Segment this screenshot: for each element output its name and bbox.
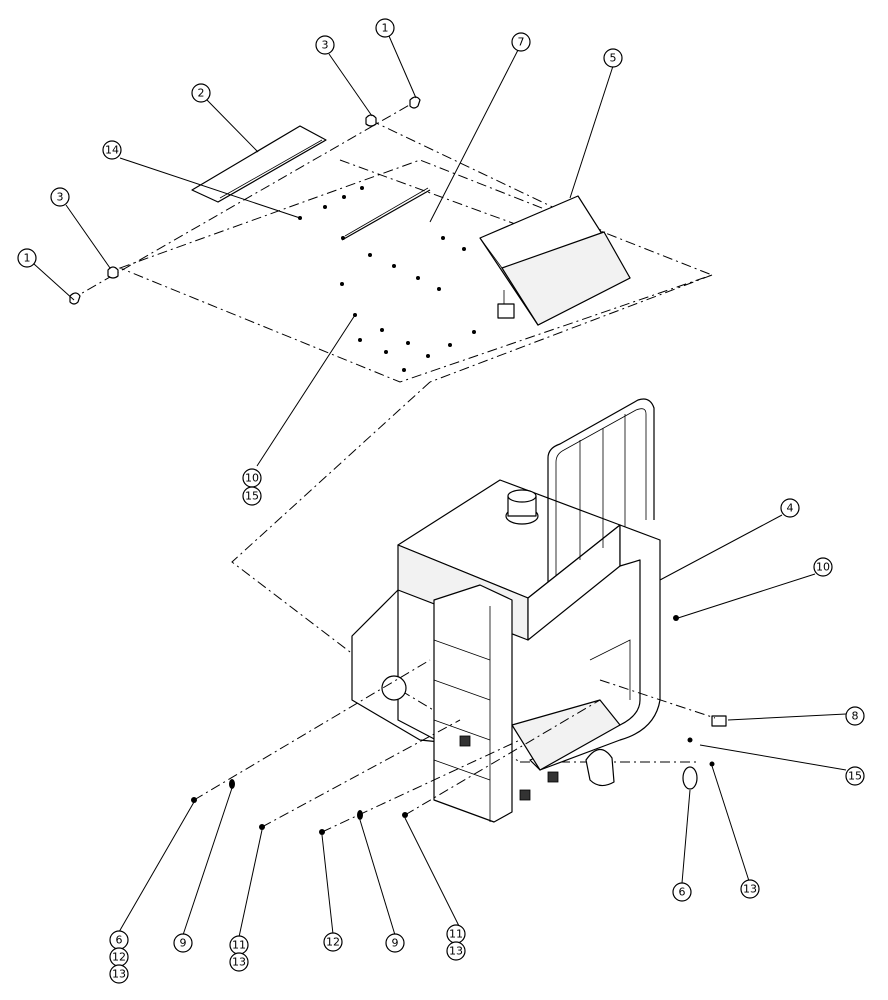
callout-label: 9 (180, 937, 187, 950)
callout-13-bottom-right: 13 (446, 941, 466, 961)
callout-label: 10 (245, 472, 259, 485)
fastener (191, 797, 197, 803)
callout-label: 9 (392, 937, 399, 950)
callout-label: 13 (743, 883, 757, 896)
callout-1-top: 1 (375, 18, 395, 38)
callout-label: 15 (245, 490, 259, 503)
hinge-axis-line (69, 99, 419, 301)
callout-12-bottom-left: 12 (109, 947, 129, 967)
callout-12-bottom: 12 (323, 932, 343, 952)
fastener (259, 824, 265, 830)
callout-10-upper: 10 (242, 468, 262, 488)
callout-label: 2 (198, 87, 205, 100)
hinge-strip (341, 189, 431, 241)
callout-5: 5 (603, 48, 623, 68)
callout-label: 4 (787, 502, 794, 515)
callout-15-upper: 15 (242, 486, 262, 506)
callout-11-bottom-right: 11 (446, 924, 466, 944)
hinge-clip-right (365, 96, 421, 127)
lower-bracket (585, 748, 615, 787)
callout-9-bottom-left: 9 (173, 933, 193, 953)
bracket-8 (711, 715, 727, 727)
fastener (402, 812, 408, 818)
callout-13-right: 13 (740, 879, 760, 899)
callout-label: 15 (848, 770, 862, 783)
callout-15-right: 15 (845, 766, 865, 786)
callout-label: 3 (57, 191, 64, 204)
callout-9-bottom: 9 (385, 933, 405, 953)
callout-label: 5 (610, 52, 617, 65)
base-floor (511, 699, 621, 771)
callout-label: 13 (112, 968, 126, 981)
cover-plate-assembly (69, 96, 714, 383)
callout-1-left: 1 (17, 248, 37, 268)
latch-block (497, 303, 515, 319)
callout-13-bottom-left: 13 (109, 964, 129, 984)
callout-label: 11 (449, 928, 463, 941)
callout-3-top: 3 (315, 35, 335, 55)
callout-8: 8 (845, 706, 865, 726)
left-wing-plate (351, 589, 441, 743)
callout-6-bottom: 6 (109, 930, 129, 950)
callout-label: 13 (449, 945, 463, 958)
callout-13-bottom: 13 (229, 952, 249, 972)
leader-lines (33, 35, 847, 938)
callout-label: 11 (232, 939, 246, 952)
fastener (709, 761, 715, 767)
callout-label: 13 (232, 956, 246, 969)
hinge-axis-line-3 (339, 159, 601, 256)
fastener (229, 779, 235, 789)
callout-2: 2 (191, 83, 211, 103)
callout-label: 8 (852, 710, 859, 723)
callout-label: 6 (679, 886, 686, 899)
fastener (687, 737, 693, 743)
callout-label: 6 (116, 934, 123, 947)
callout-label: 3 (322, 39, 329, 52)
plate-bolt-holes (298, 186, 476, 372)
left-wing-hole (381, 675, 407, 701)
callout-6-right: 6 (672, 882, 692, 902)
callout-label: 12 (112, 951, 126, 964)
handrail (547, 398, 655, 582)
callout-label: 7 (518, 36, 525, 49)
callout-14: 14 (102, 140, 122, 160)
callout-4: 4 (780, 498, 800, 518)
callout-label: 10 (816, 561, 830, 574)
callout-7: 7 (511, 32, 531, 52)
fastener (319, 829, 325, 835)
fastener (673, 615, 679, 621)
right-c-frame (529, 524, 661, 771)
washer-6-right (682, 766, 698, 790)
hinge-clip-left (69, 266, 119, 305)
callout-11-bottom: 11 (229, 935, 249, 955)
main-frame-assembly (191, 274, 727, 835)
top-plate (191, 125, 327, 203)
callout-label: 12 (326, 936, 340, 949)
main-cover-plate-outline (118, 159, 714, 383)
callout-label: 1 (382, 22, 389, 35)
callout-label: 1 (24, 252, 31, 265)
hinge-axis-line-2 (369, 119, 606, 233)
step-frame (433, 584, 513, 823)
fastener (357, 810, 363, 820)
callout-label: 14 (105, 144, 119, 157)
callout-3-left: 3 (50, 187, 70, 207)
callout-10-right: 10 (813, 557, 833, 577)
